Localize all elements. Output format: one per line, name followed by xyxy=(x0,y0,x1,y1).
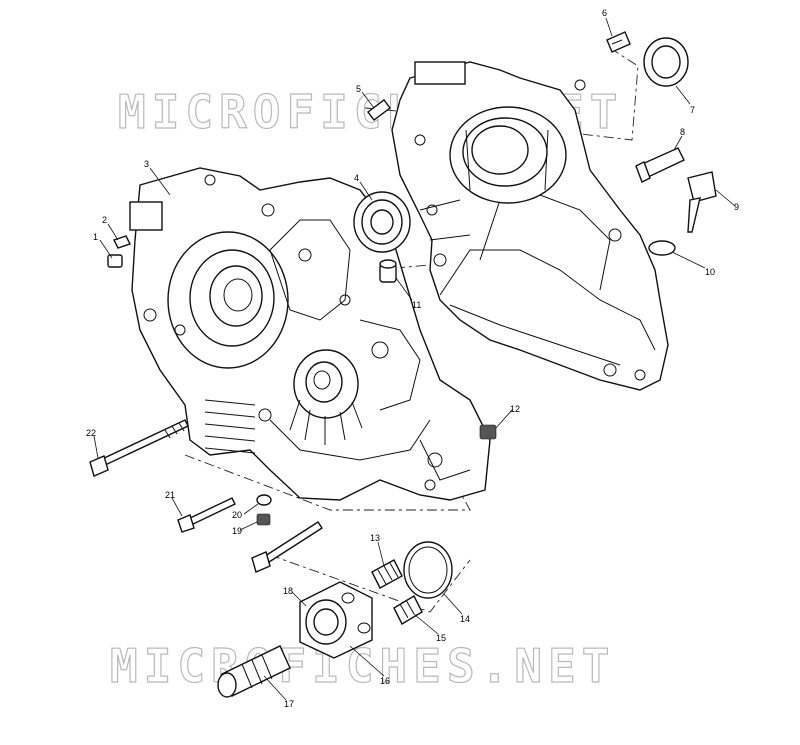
bearing-part-4 xyxy=(353,191,411,253)
long-bolt-part-22 xyxy=(89,419,189,477)
o-ring-part-10 xyxy=(648,240,676,256)
callout-7: 7 xyxy=(690,105,695,115)
plug-part-12 xyxy=(479,424,497,440)
callout-8: 8 xyxy=(680,127,685,137)
adaptor-part-16 xyxy=(299,581,373,659)
dowel-part-11 xyxy=(379,259,397,283)
o-ring-part-14 xyxy=(403,541,453,599)
screw-part-1 xyxy=(107,254,123,268)
bolt-part-18-shaft xyxy=(251,521,323,573)
callout-3: 3 xyxy=(144,159,149,169)
callout-12: 12 xyxy=(510,404,520,414)
left-crankcase-half xyxy=(129,167,491,501)
leader-lines xyxy=(93,17,736,701)
washer-part-20 xyxy=(256,494,272,506)
callout-13: 13 xyxy=(370,533,380,543)
callout-4: 4 xyxy=(354,173,359,183)
callout-10: 10 xyxy=(705,267,715,277)
seal-part-7 xyxy=(643,37,689,87)
bolt-part-6 xyxy=(606,31,631,53)
fitting-part-13 xyxy=(371,559,403,589)
callout-5: 5 xyxy=(356,84,361,94)
callout-14: 14 xyxy=(460,614,470,624)
callout-17: 17 xyxy=(284,699,294,709)
callout-22: 22 xyxy=(86,428,96,438)
pin-part-5 xyxy=(367,99,391,121)
callout-9: 9 xyxy=(734,202,739,212)
callout-16: 16 xyxy=(380,676,390,686)
callout-2: 2 xyxy=(102,215,107,225)
callout-21: 21 xyxy=(165,490,175,500)
callouts: 1 2 3 4 5 6 7 8 9 10 11 12 13 14 15 16 1… xyxy=(86,8,739,709)
callout-18: 18 xyxy=(283,586,293,596)
watermark-bottom: MICROFICHES.NET xyxy=(110,639,615,693)
callout-11: 11 xyxy=(412,300,421,310)
callout-20: 20 xyxy=(232,510,242,520)
bolt-part-21 xyxy=(177,497,236,533)
dowel-part-2 xyxy=(113,235,131,249)
callout-1: 1 xyxy=(93,232,98,242)
nut-part-19 xyxy=(256,513,271,526)
fitting-part-15 xyxy=(393,595,423,625)
callout-6: 6 xyxy=(602,8,607,18)
right-crankcase-half xyxy=(391,61,669,391)
callout-15: 15 xyxy=(436,633,446,643)
dipstick-part-9 xyxy=(687,171,717,233)
fitting-part-8 xyxy=(635,147,685,183)
callout-19: 19 xyxy=(232,526,242,536)
stud-part-17 xyxy=(217,645,291,698)
